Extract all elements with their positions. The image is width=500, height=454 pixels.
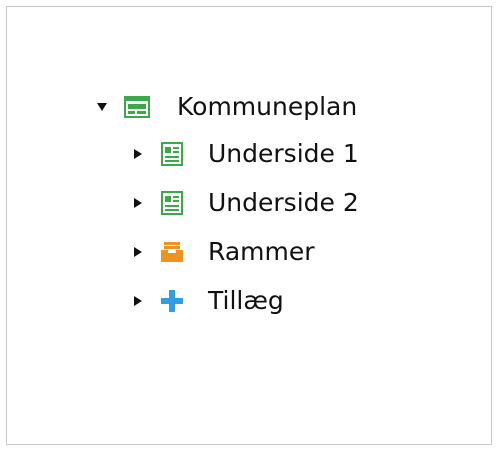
tree-node-label: Rammer (208, 237, 315, 266)
tree-node-rammer[interactable]: Rammer (133, 232, 315, 272)
tree-node-kommuneplan[interactable]: Kommuneplan (97, 87, 357, 127)
caret-right-icon[interactable] (133, 295, 143, 307)
page-document-icon (159, 141, 185, 167)
tree-node-underside-1[interactable]: Underside 1 (133, 134, 359, 174)
tree-view: Kommuneplan Underside 1 (7, 7, 491, 444)
inbox-tray-icon (159, 239, 185, 265)
tree-node-underside-2[interactable]: Underside 2 (133, 183, 359, 223)
caret-right-icon[interactable] (133, 148, 143, 160)
page-document-icon (159, 190, 185, 216)
site-layout-icon (124, 94, 150, 120)
tree-panel: Kommuneplan Underside 1 (6, 6, 492, 445)
tree-node-tillaeg[interactable]: Tillæg (133, 281, 284, 321)
caret-down-icon[interactable] (97, 101, 107, 113)
tree-node-label: Underside 2 (208, 188, 359, 217)
caret-right-icon[interactable] (133, 246, 143, 258)
tree-node-label: Tillæg (208, 286, 284, 315)
tree-node-label: Kommuneplan (177, 92, 358, 121)
tree-node-label: Underside 1 (208, 139, 359, 168)
plus-icon (159, 288, 185, 314)
caret-right-icon[interactable] (133, 197, 143, 209)
